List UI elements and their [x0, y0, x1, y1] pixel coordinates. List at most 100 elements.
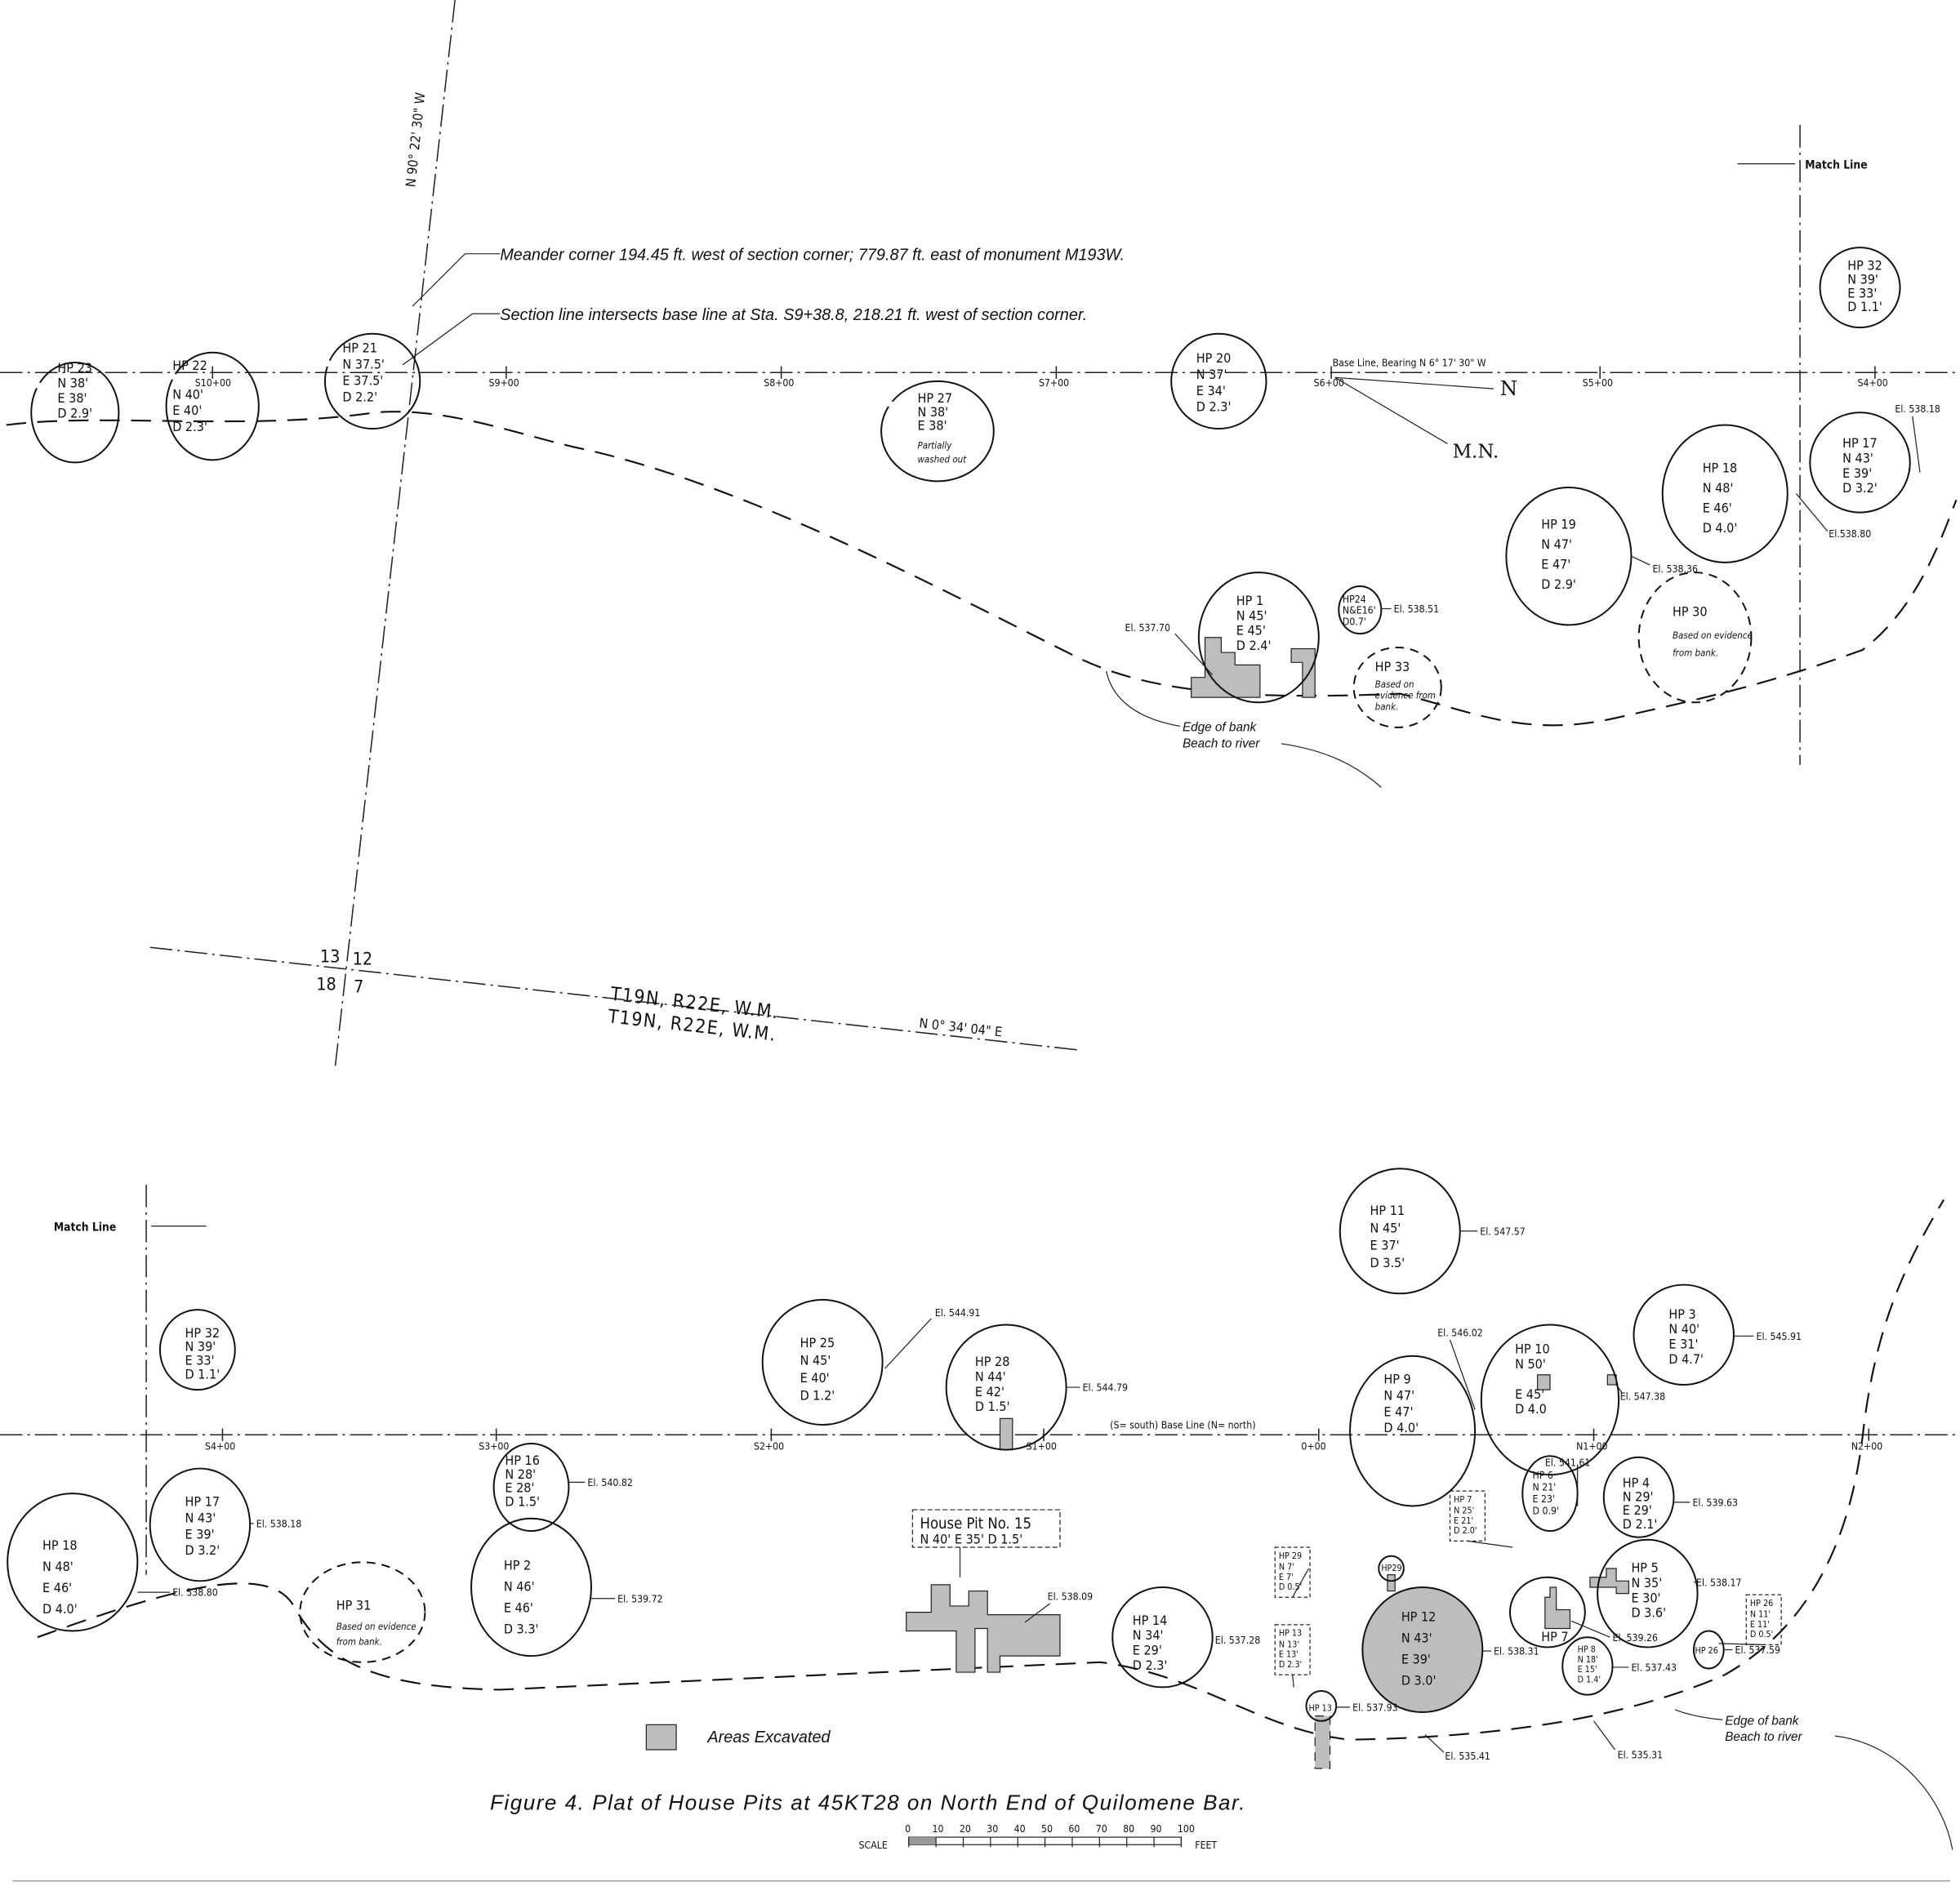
pit-label: HP 31 — [336, 1598, 372, 1613]
pit-measure: E 33' — [185, 1353, 215, 1368]
house-pit-box[interactable]: HP 26N 11'E 11'D 0.5' — [1718, 1594, 1782, 1645]
house-pit[interactable]: HP 17N 43'E 39'D 3.2'El. 538.18 — [149, 1467, 302, 1582]
elevation-label: El. 538.36 — [1652, 563, 1698, 575]
pit-measure: E 29' — [1133, 1643, 1162, 1658]
house-pit[interactable]: HP 32N 39'E 33'D 1.1' — [1819, 247, 1901, 329]
pit-measure: N 28' — [505, 1466, 536, 1482]
pit-label: HP 30 — [1673, 604, 1708, 620]
pit-outline — [1819, 247, 1901, 329]
station-label: S10+00 — [195, 377, 231, 389]
pit-measure: E 46' — [1703, 501, 1732, 516]
excavated-areas — [906, 637, 1629, 1769]
match-line-label-top: Match Line — [1805, 159, 1867, 172]
house-pit[interactable]: HP 8N 18'E 15'D 1.4'El. 537.43 — [1561, 1636, 1677, 1696]
pit-measure: N 38' — [57, 376, 88, 391]
township-bearing: N 0° 34' 04" E — [919, 1015, 1004, 1039]
pit-measure: D 1.2' — [800, 1387, 835, 1403]
pit-outline — [1352, 646, 1442, 728]
pit-measure: E 29' — [1623, 1502, 1652, 1518]
pit-measure: N 37.5' — [342, 357, 385, 372]
house-pit[interactable]: HP 25N 45'E 40'D 1.2'El. 544.91 — [761, 1298, 981, 1426]
pit-measure: E 47' — [1383, 1404, 1413, 1419]
pit-measure: D 1.5' — [975, 1399, 1010, 1414]
pit-outline — [299, 1561, 426, 1663]
house-pit[interactable]: El. 538.09 — [1024, 1591, 1093, 1623]
pit-outline — [1508, 1576, 1586, 1649]
house-pit[interactable]: HP 20N 37'E 34'D 2.3' — [1170, 332, 1267, 430]
house-pit[interactable]: HP 10N 50'E 45'D 4.0El. 547.38 — [1480, 1324, 1666, 1476]
house-pit[interactable]: HP 2N 46'E 46'D 3.3'El. 539.72 — [470, 1517, 663, 1657]
pit-outline — [1809, 412, 1911, 514]
elevation-label: El. 547.38 — [1620, 1390, 1666, 1402]
house-pit-box[interactable]: HP 13N 13'E 13'D 2.3' — [1274, 1624, 1311, 1688]
house-pit[interactable]: HP 18N 48'E 46'D 4.0'El. 538.80 — [7, 1493, 218, 1632]
house-pit[interactable]: HP 3N 40'E 31'D 4.7'El. 545.91 — [1633, 1284, 1802, 1386]
house-pit[interactable]: HP 12N 43'E 39'D 3.0'El. 538.31 — [1361, 1586, 1539, 1714]
magnetic-north-arrow — [1334, 376, 1448, 444]
pit-measure: E 39' — [1842, 465, 1872, 481]
scale-tick-label: 0 — [905, 1823, 911, 1835]
house-pit[interactable]: HP 22N 40'E 40'D 2.3' — [165, 351, 260, 461]
house-pit[interactable]: HP 18N 48'E 46'D 4.0'El.538.80 — [1661, 424, 1872, 563]
pit-measure: N 48' — [1703, 480, 1734, 496]
pit-measure: N 40' — [172, 386, 203, 402]
pit-outline — [7, 1493, 139, 1632]
house-pit[interactable]: HP 5N 35'E 30'D 3.6'El. 538.17 — [1597, 1538, 1742, 1649]
pit-outline — [1197, 572, 1320, 704]
house-pit-box[interactable]: HP 7N 25'E 21'D 2.0' — [1449, 1490, 1513, 1548]
house-pit[interactable]: HP 14N 34'E 29'D 2.3'El. 537.28 — [1111, 1586, 1261, 1689]
house-pit[interactable]: HP 1N 45'E 45'D 2.4'El. 537.70 — [1125, 572, 1320, 704]
house-pit[interactable]: HP 19N 47'E 47'D 2.9'El. 538.36 — [1505, 487, 1698, 626]
house-pit[interactable]: HP 32N 39'E 33'D 1.1' — [158, 1309, 236, 1391]
pit-label: HP 17 — [185, 1493, 220, 1509]
house-pit-box[interactable]: HP 29N 7'E 7'D 0.5' — [1274, 1546, 1311, 1598]
elevation-label: El. 537.43 — [1631, 1662, 1677, 1674]
box-label: HP 26 — [1750, 1598, 1773, 1608]
pit-measure: washed out — [917, 453, 967, 465]
elevation-label: El. 539.63 — [1692, 1497, 1738, 1508]
pit-label: HP24 — [1343, 594, 1366, 605]
scale-tick-label: 10 — [933, 1823, 944, 1835]
pit-measure: bank. — [1375, 701, 1399, 712]
scale-label: SCALE — [859, 1840, 888, 1851]
pit-label: HP 23 — [57, 360, 92, 376]
house-pit[interactable]: HP 4N 29'E 29'D 2.1'El. 539.63 — [1602, 1456, 1738, 1538]
pit-measure: Based on — [1375, 679, 1414, 690]
house-pit[interactable]: HP 9N 47'E 47'D 4.0'El. 546.02 — [1349, 1327, 1483, 1507]
elevation-label: El. 539.26 — [1612, 1632, 1658, 1644]
house-pit[interactable]: HP 28N 44'E 42'D 1.5'El. 544.79 — [945, 1324, 1128, 1451]
elevation-label: El. 538.17 — [1696, 1577, 1742, 1588]
pit-measure: N 46' — [504, 1579, 535, 1595]
pit-measure: D 2.4' — [1236, 638, 1272, 653]
pit-label: HP 8 — [1578, 1644, 1596, 1655]
station-label: S4+00 — [205, 1441, 235, 1453]
figure-title: Figure 4. Plat of House Pits at 45KT28 o… — [490, 1790, 1246, 1814]
scale-tick-label: 30 — [987, 1823, 998, 1835]
house-pit[interactable]: HP 6N 21'E 23'D 0.9'El. 541.61 — [1521, 1455, 1590, 1533]
elevation-label: El. 537.28 — [1215, 1635, 1261, 1646]
box-leader — [1292, 1675, 1294, 1688]
pit-measure: N 37' — [1196, 367, 1227, 382]
station-label: S4+00 — [1857, 377, 1887, 389]
house-pit[interactable]: HP 21N 37.5'E 37.5'D 2.2' — [323, 332, 421, 430]
pit-measure: E 23' — [1533, 1493, 1555, 1505]
house-pit[interactable]: HP 23N 38'E 38'D 2.9' — [30, 360, 120, 464]
scale-tick-label: 80 — [1123, 1823, 1134, 1835]
house-pit[interactable]: HP 17N 43'E 39'D 3.2'El. 538.18 — [1809, 403, 1940, 514]
pit-label: HP 3 — [1668, 1306, 1695, 1322]
house-pit[interactable]: HP 16N 28'E 28'D 1.5'El. 540.82 — [492, 1442, 633, 1533]
box-measure: E 21' — [1454, 1515, 1473, 1526]
pit-outline — [30, 361, 120, 464]
house-pit[interactable]: HP 11N 45'E 37'D 3.5'El. 547.57 — [1339, 1168, 1526, 1295]
elevation-label: El. 538.18 — [256, 1519, 302, 1530]
pit-measure: E 31' — [1668, 1337, 1698, 1352]
house-pit[interactable]: HP29 — [1378, 1555, 1405, 1582]
